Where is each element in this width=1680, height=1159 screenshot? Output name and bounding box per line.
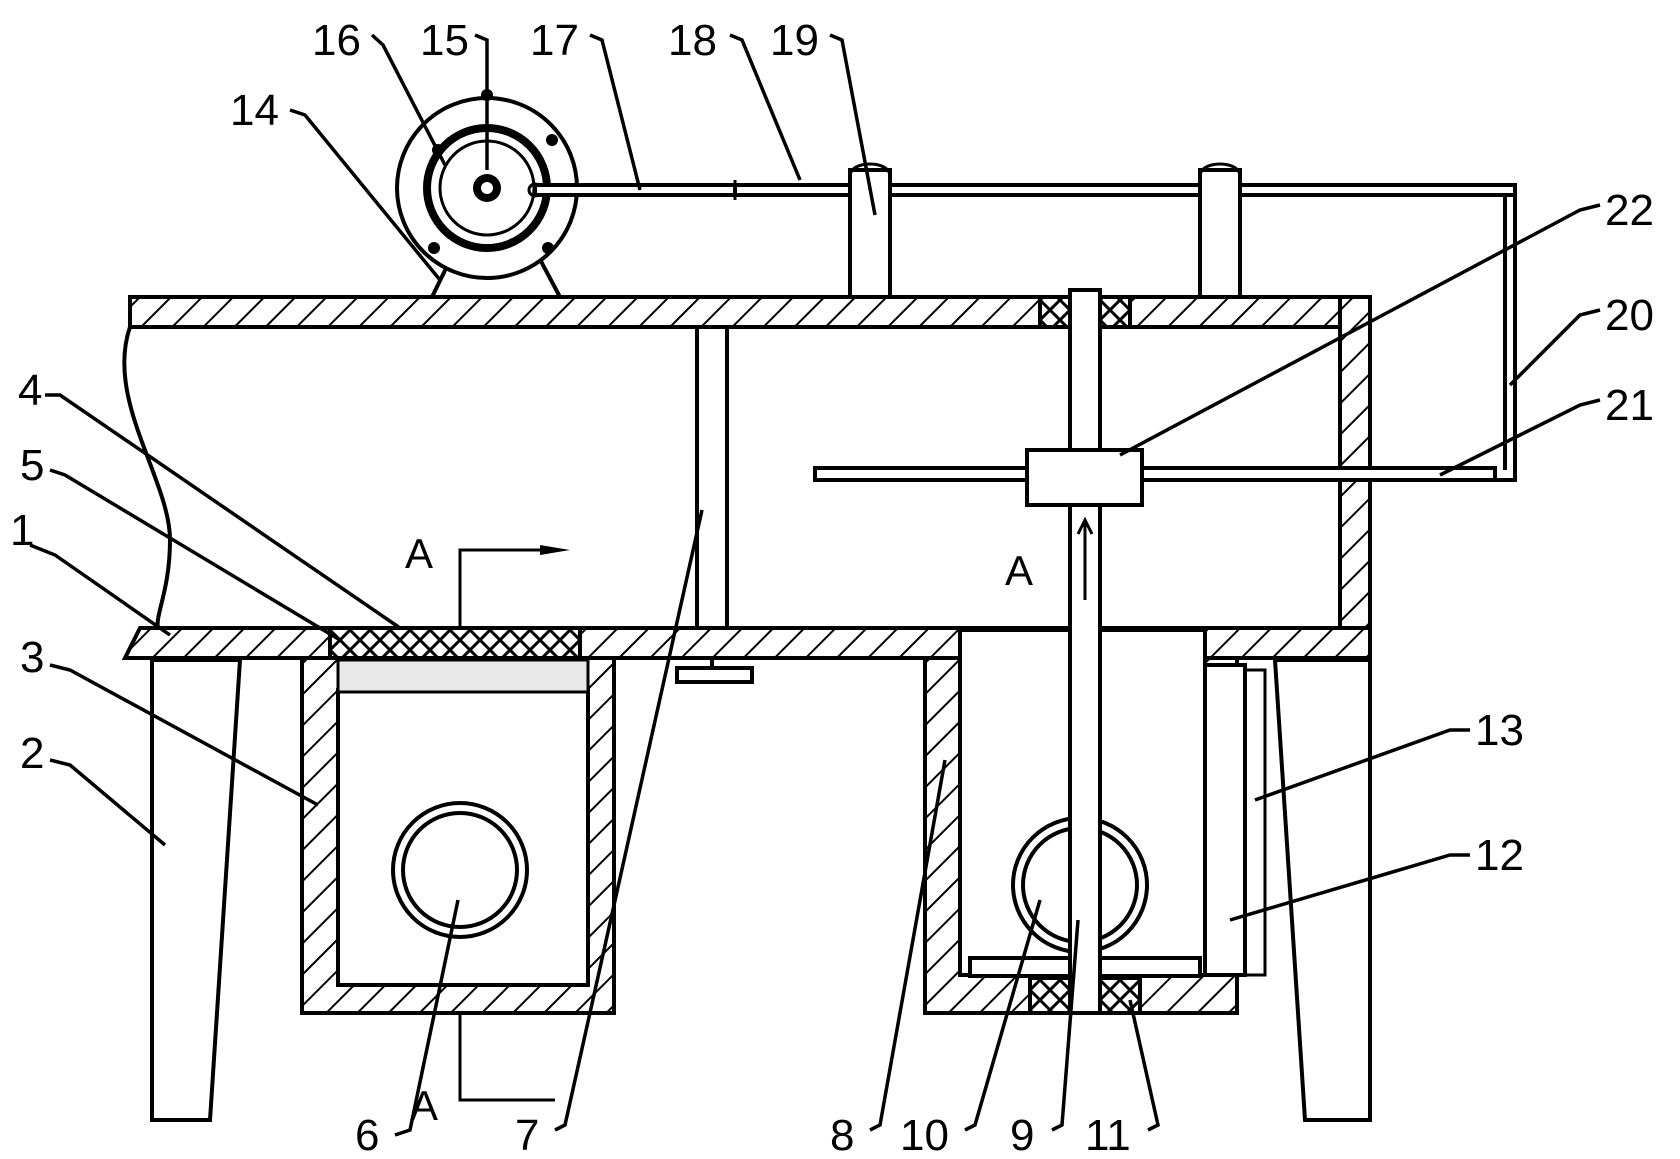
section-line	[458, 545, 570, 1102]
label-17: 17	[530, 16, 579, 65]
connecting-rod	[533, 183, 737, 197]
label-12: 12	[1475, 831, 1524, 880]
label-20: 20	[1605, 291, 1654, 340]
label-9: 9	[1010, 1111, 1034, 1159]
left-opening-curve	[122, 326, 173, 629]
label-19: 19	[770, 16, 819, 65]
filter-layer	[336, 658, 590, 694]
leader-lines	[29, 33, 1601, 1137]
label-1: 1	[10, 506, 34, 555]
section-a-bottom: A	[410, 1082, 438, 1129]
side-plate	[1243, 668, 1267, 977]
label-6: 6	[355, 1111, 379, 1159]
label-3: 3	[20, 633, 44, 682]
section-letters: A A A	[405, 530, 1033, 1129]
guide-post-right	[1198, 168, 1242, 299]
support-legs	[150, 658, 1372, 1122]
label-5: 5	[20, 441, 44, 490]
label-8: 8	[830, 1111, 854, 1159]
outlet-pipe-inner	[401, 811, 519, 929]
partition-plate	[675, 325, 754, 684]
label-18: 18	[668, 16, 717, 65]
outlet-pipe-outer	[391, 801, 529, 939]
vertical-shaft	[1068, 288, 1102, 1015]
section-a-top: A	[405, 530, 433, 577]
left-leg	[150, 658, 243, 1122]
side-window	[1203, 663, 1247, 977]
label-16: 16	[312, 16, 361, 65]
slider-block	[1025, 448, 1144, 507]
label-10: 10	[900, 1111, 949, 1159]
label-14: 14	[230, 86, 279, 135]
part-numbers: 1 2 3 4 5 6 7 8 9 10 11 12 13 14 15 16 1…	[10, 16, 1654, 1159]
filter-screen	[328, 626, 582, 660]
label-11: 11	[1085, 1111, 1131, 1159]
label-21: 21	[1605, 381, 1654, 430]
label-22: 22	[1605, 186, 1654, 235]
label-7: 7	[515, 1111, 539, 1159]
left-tank	[300, 656, 616, 1015]
right-leg	[1272, 658, 1372, 1122]
left-tank-inner	[336, 688, 590, 987]
label-2: 2	[20, 729, 44, 778]
label-15: 15	[420, 16, 469, 65]
side-link-bar	[1495, 183, 1517, 482]
label-13: 13	[1475, 706, 1524, 755]
housing-top-plate	[128, 295, 1372, 329]
horizontal-rod	[813, 448, 1497, 507]
section-a-mid: A	[1005, 547, 1033, 594]
label-4: 4	[18, 366, 42, 415]
